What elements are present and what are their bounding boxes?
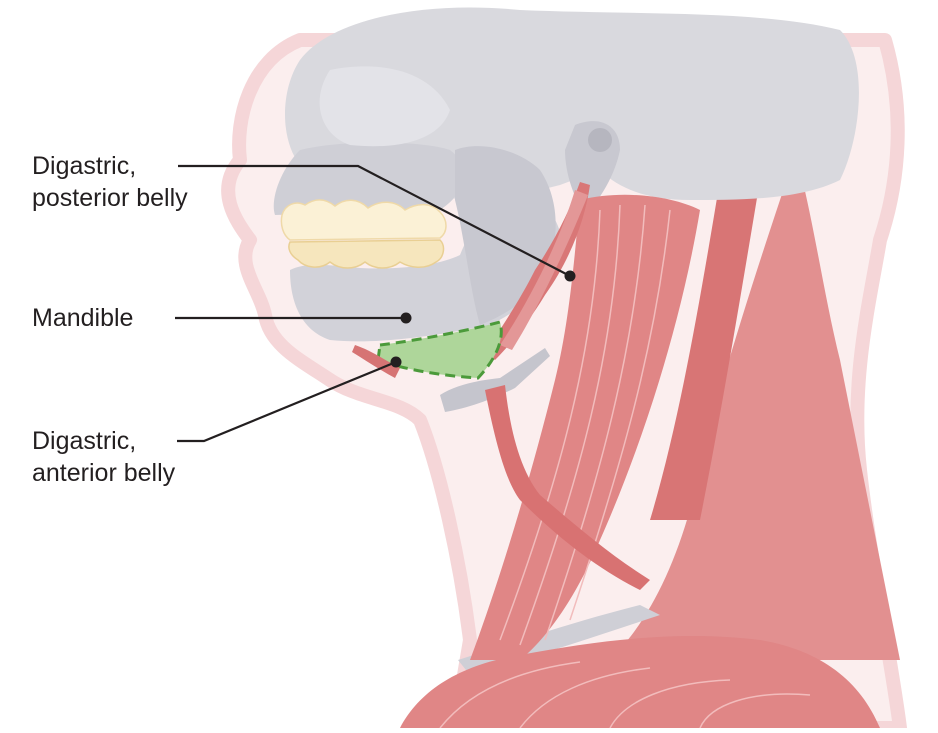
label-digastric-posterior-belly: Digastric, posterior belly: [32, 150, 188, 214]
trapezius-muscle: [610, 170, 900, 660]
label-anterior-line2: anterior belly: [32, 459, 176, 487]
leader-line-anterior-belly: [177, 360, 397, 443]
omohyoid-muscle: [485, 385, 650, 590]
ear-canal: [588, 128, 612, 152]
label-digastric-anterior-belly: Digastric, anterior belly: [32, 425, 175, 489]
leader-line-posterior-belly: [178, 164, 571, 277]
sternocleidomastoid-striations: [499, 204, 671, 646]
label-mandible: Mandible: [32, 302, 133, 334]
deltoid-pectoral-muscles: [400, 635, 880, 728]
stylohyoid-muscle: [500, 190, 588, 350]
digastric-anterior-belly-region: [376, 320, 503, 380]
leader-dot-posterior-belly: [564, 270, 576, 282]
leader-lines: [175, 164, 576, 443]
lower-teeth: [288, 239, 445, 269]
hyoid-bone: [440, 348, 550, 412]
label-posterior-line2: posterior belly: [32, 184, 188, 212]
orbit-area: [319, 66, 450, 147]
shoulder-striations: [439, 661, 811, 729]
leader-dot-mandible: [400, 312, 412, 324]
upper-teeth: [280, 199, 447, 241]
digastric-anterior-belly: [352, 345, 400, 378]
leader-dot-anterior-belly: [390, 356, 402, 368]
label-mandible-text: Mandible: [32, 304, 134, 332]
label-anterior-line1: Digastric,: [32, 427, 137, 455]
levator-scapulae-muscle: [650, 180, 760, 520]
sternocleidomastoid-muscle: [470, 194, 700, 660]
label-posterior-line1: Digastric,: [32, 152, 137, 180]
